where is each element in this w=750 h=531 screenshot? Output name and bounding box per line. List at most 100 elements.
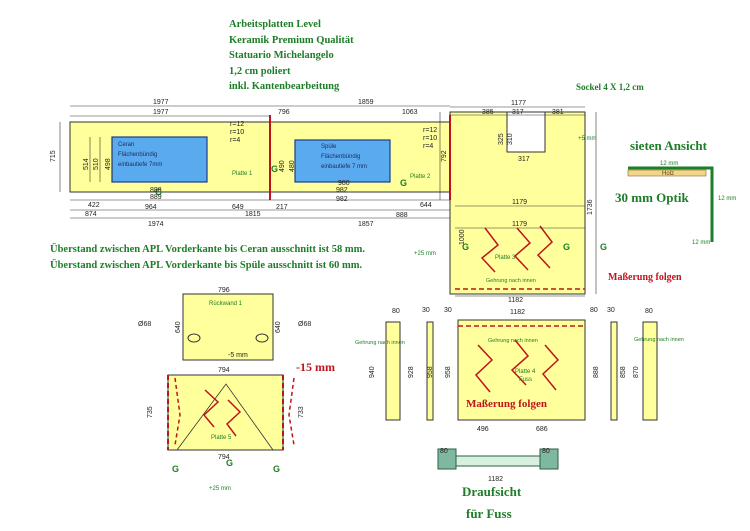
dim-text: 80: [392, 308, 400, 315]
red-dash-left-2: [174, 377, 181, 446]
g-mark: G: [226, 458, 233, 468]
g-mark: G: [155, 187, 162, 197]
dim-text: 325: [498, 133, 505, 145]
dim-text: +25 mm: [414, 251, 436, 257]
radius-text: r=4: [230, 137, 240, 144]
header-line: Arbeitsplatten Level: [229, 19, 321, 30]
dim-text: 480: [289, 160, 296, 172]
dim-text: 1859: [358, 99, 374, 106]
radius-text: r=12: [230, 121, 244, 128]
header-line: Statuario Michelangelo: [229, 50, 334, 61]
radius-text: r=10: [423, 135, 437, 142]
dim-text: 958: [445, 366, 452, 378]
side-view-title: sieten Ansicht: [630, 138, 707, 153]
platte-4-label: Platte 4: [515, 369, 536, 375]
dim-text: 317: [512, 109, 524, 116]
dim-text: 381: [552, 109, 564, 116]
dim-text: 794: [218, 367, 230, 374]
dim-text: 1182: [488, 476, 503, 483]
side-strip: [426, 321, 434, 421]
marble-vein: [474, 344, 494, 393]
dim-text: 30: [422, 307, 430, 314]
side-strip: [385, 321, 401, 421]
dim-text: 686: [536, 426, 548, 433]
dim-text: 510: [93, 158, 100, 170]
dim-text: 1179: [512, 199, 527, 206]
radius-text: r=4: [423, 143, 433, 150]
marble-vein: [480, 227, 500, 273]
dim-text: 310: [507, 133, 514, 145]
dim-text: 640: [175, 321, 182, 333]
platte-4-label-2: Fuss: [519, 377, 532, 383]
spuele-cutout: [294, 139, 391, 183]
dim-text: 796: [218, 287, 230, 294]
ceran-label-3: einbautiefe 7mm: [118, 162, 162, 168]
dim-text: 217: [276, 204, 288, 211]
marble-vein: [510, 339, 530, 386]
side-view-profile: [628, 166, 714, 242]
side-dim: 12 mm: [660, 161, 678, 167]
fuss-leg-right: [539, 448, 559, 470]
dim-text: 1179: [512, 221, 527, 228]
ceran-label-2: Flächenbündig: [118, 152, 157, 158]
platte-5-label: Platte 5: [211, 435, 232, 441]
platte-3-label: Platte 3: [495, 255, 516, 261]
dim-text: 888: [593, 366, 600, 378]
dim-text: 80: [542, 448, 550, 455]
dim-text: 870: [633, 366, 640, 378]
dim-text: 644: [420, 202, 432, 209]
holz-label: Holz: [662, 171, 674, 177]
dim-text: +5 mm: [578, 136, 597, 142]
holz-strip: [627, 169, 707, 177]
socket-hole: [255, 333, 269, 343]
dim-text: 1977: [153, 99, 169, 106]
g-mark: G: [563, 242, 570, 252]
ceran-cutout: [111, 136, 208, 183]
dim-text: 30: [607, 307, 615, 314]
g-mark: G: [400, 178, 407, 188]
dim-text: 715: [50, 150, 57, 162]
g-mark: G: [273, 464, 280, 474]
marble-vein: [541, 344, 560, 391]
note-ceran: Überstand zwischen APL Vorderkante bis C…: [50, 244, 366, 255]
dim-text: 649: [232, 204, 244, 211]
dim-text: 514: [83, 158, 90, 170]
spuele-label-1: Spüle: [321, 144, 337, 150]
dim-text: 792: [441, 150, 448, 162]
dim-text: 80: [590, 307, 598, 314]
side-view-optik: 30 mm Optik: [615, 190, 689, 205]
dim-text: 1063: [402, 109, 418, 116]
side-dim: 12 mm: [692, 240, 710, 246]
dim-text: 888: [150, 187, 162, 194]
header-line: inkl. Kantenbearbeitung: [229, 81, 340, 92]
dim-text: 889: [150, 194, 162, 201]
rueckwand-1: [182, 293, 274, 361]
gehrung-label-3: Gehrung nach innen: [355, 340, 405, 346]
dim-text: 1182: [510, 309, 525, 316]
dim-text: 498: [105, 158, 112, 170]
side-strip: [610, 321, 618, 421]
ceran-label-1: Ceran: [118, 142, 134, 148]
dim-text: 982: [336, 187, 348, 194]
red-dash-right-2: [288, 377, 295, 446]
dim-text: 794: [218, 454, 230, 461]
dim-text: 928: [408, 366, 415, 378]
dim-lines-top: [59, 105, 597, 297]
dim-text: 940: [369, 366, 376, 378]
dim-text: 735: [147, 406, 154, 418]
minus-15-label: -15 mm: [296, 360, 335, 374]
platte-2-label: Platte 2: [410, 174, 431, 180]
sink-notch: [506, 111, 546, 153]
side-strip: [642, 321, 658, 421]
dim-text: 796: [278, 109, 290, 116]
fuss-title: Draufsicht: [462, 484, 522, 499]
g-mark: G: [600, 242, 607, 252]
dim-text: 1177: [511, 100, 526, 107]
massierung-label-1: Maßerung folgen: [608, 272, 682, 283]
dim-text: -5 mm: [228, 352, 248, 359]
massierung-label-2: Maßerung folgen: [466, 398, 547, 410]
dim-text: 317: [518, 156, 530, 163]
dim-text: 385: [482, 109, 494, 116]
dim-text: 80: [645, 308, 653, 315]
